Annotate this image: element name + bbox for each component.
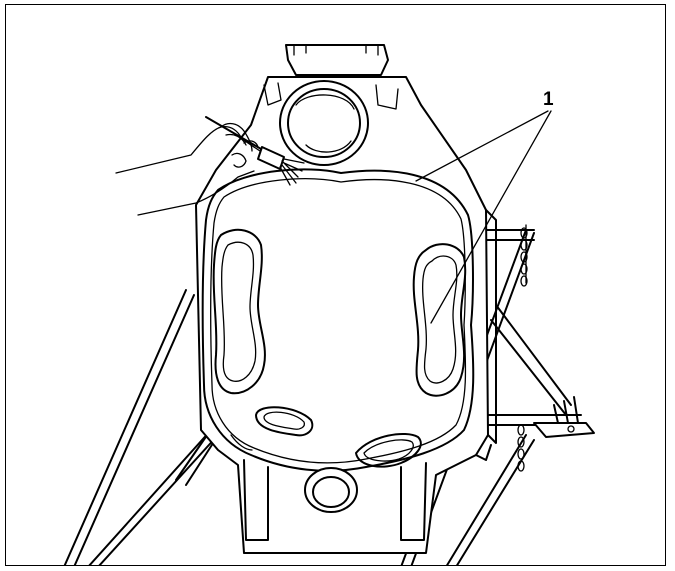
chain <box>517 224 528 472</box>
figure-frame: 1 <box>5 4 666 566</box>
hand-with-brush <box>115 116 305 216</box>
callout-leaders <box>415 110 552 324</box>
callout-label: 1 <box>543 89 554 110</box>
heat-exchanger-section <box>195 44 497 554</box>
foot-plate <box>533 396 595 438</box>
technical-drawing <box>63 44 595 565</box>
